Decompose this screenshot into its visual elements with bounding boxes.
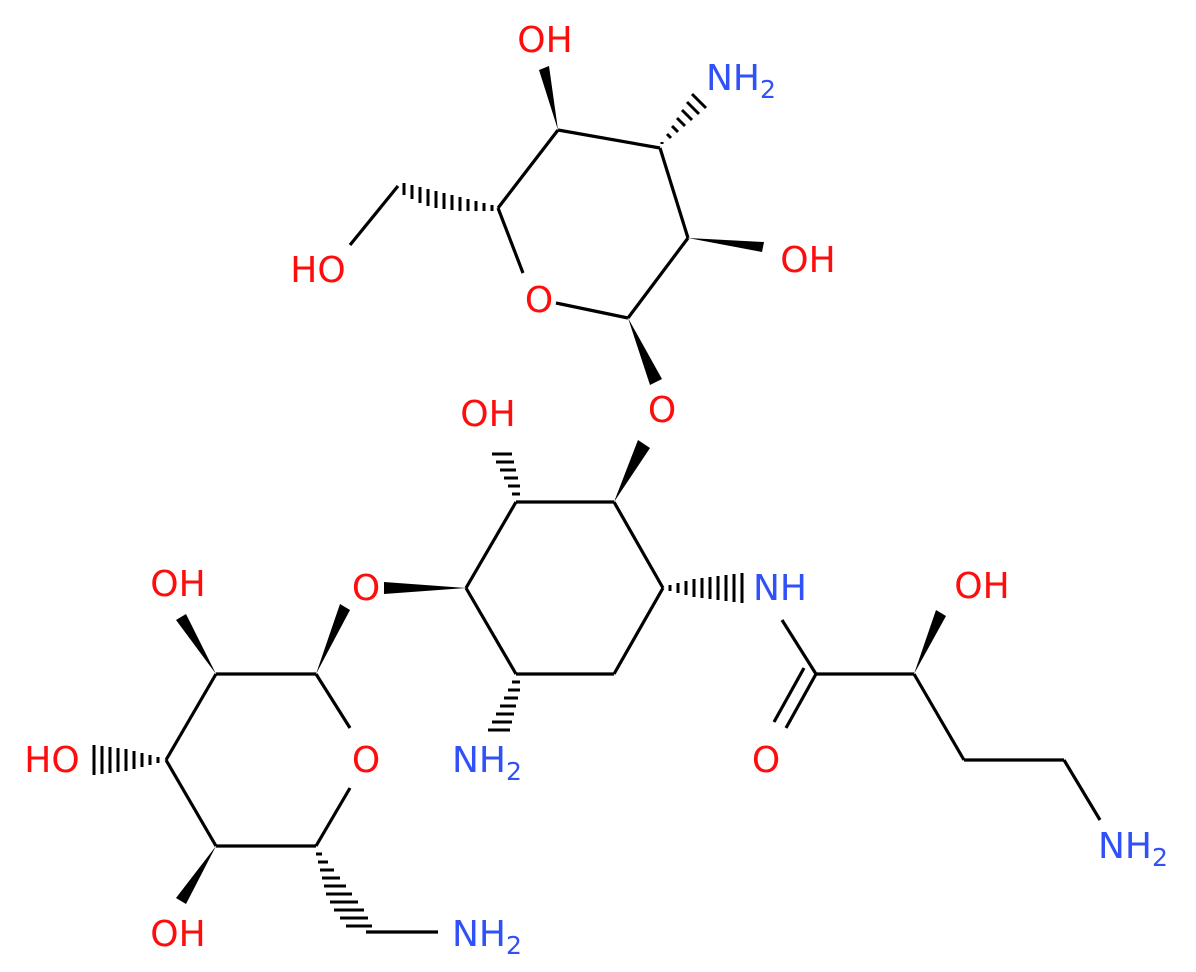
amine-label-main: NH [452,914,506,955]
bond [348,184,400,247]
bond [555,301,629,320]
amine-label-main: NH [706,58,760,99]
single-bonds [164,128,1102,934]
wedge-bond [628,318,662,385]
amine-label-main: NH [1098,826,1152,867]
hash-bond [665,132,673,140]
wedge-bond [384,582,466,594]
amine-label: NH2 [452,740,522,786]
bond [612,587,665,675]
glycosidic-oxygen-label: O [648,390,676,431]
amine-label-subscript: 2 [760,75,776,104]
hash-bond [670,124,680,134]
bond [314,673,352,729]
bond [464,501,518,589]
bond [912,673,966,761]
ring-oxygen-label: O [352,740,380,781]
wedge-bond [176,614,216,674]
amine-label-subscript: 2 [506,931,522,960]
hash-bond [675,116,687,128]
amide-nitrogen-label: NH [753,568,807,609]
hash-bond [685,100,701,116]
wedge-bond [539,66,558,130]
bond [314,787,352,847]
wedge-bond [688,238,764,252]
wedge-bonds [176,66,946,904]
double-bond [772,667,806,723]
hydroxyl-label: HO [290,250,345,291]
hydroxyl-label: HO [24,740,79,781]
amine-label: NH2 [706,58,776,104]
glycosidic-oxygen-label: O [352,568,380,609]
bond [557,128,661,150]
wedge-bond [914,610,946,674]
bond [612,501,665,589]
hydroxyl-label: OH [150,914,205,955]
bond [464,587,518,675]
bond [496,207,525,274]
carbonyl-oxygen-label: O [752,740,780,781]
hash-bonds [92,92,744,928]
double-bond [784,673,818,729]
amine-label: NH2 [452,914,522,960]
amine-label-subscript: 2 [1152,843,1168,872]
bond [1062,759,1102,821]
bond [780,619,818,675]
hydroxyl-label: OH [150,564,205,605]
bond [658,147,690,239]
bond [164,759,218,847]
ring-oxygen-label: O [525,280,553,321]
amine-label-subscript: 2 [506,757,522,786]
amine-label: NH2 [1098,826,1168,872]
wedge-bond [176,846,216,904]
hydroxyl-label: OH [954,566,1009,607]
hydroxyl-label: OH [460,394,515,435]
hash-bond [680,108,694,122]
atom-labels: OH NH2 OH HO O O OH NH NH2 O OH O NH2 OH… [24,20,1168,960]
bond [164,673,218,761]
amine-label-main: NH [452,740,506,781]
hydroxyl-label: OH [780,240,835,281]
bond [626,237,690,319]
hash-bond [690,92,708,110]
hydroxyl-label: OH [517,20,572,61]
bond [496,129,560,209]
wedge-bond [614,440,650,502]
wedge-bond [316,604,350,674]
